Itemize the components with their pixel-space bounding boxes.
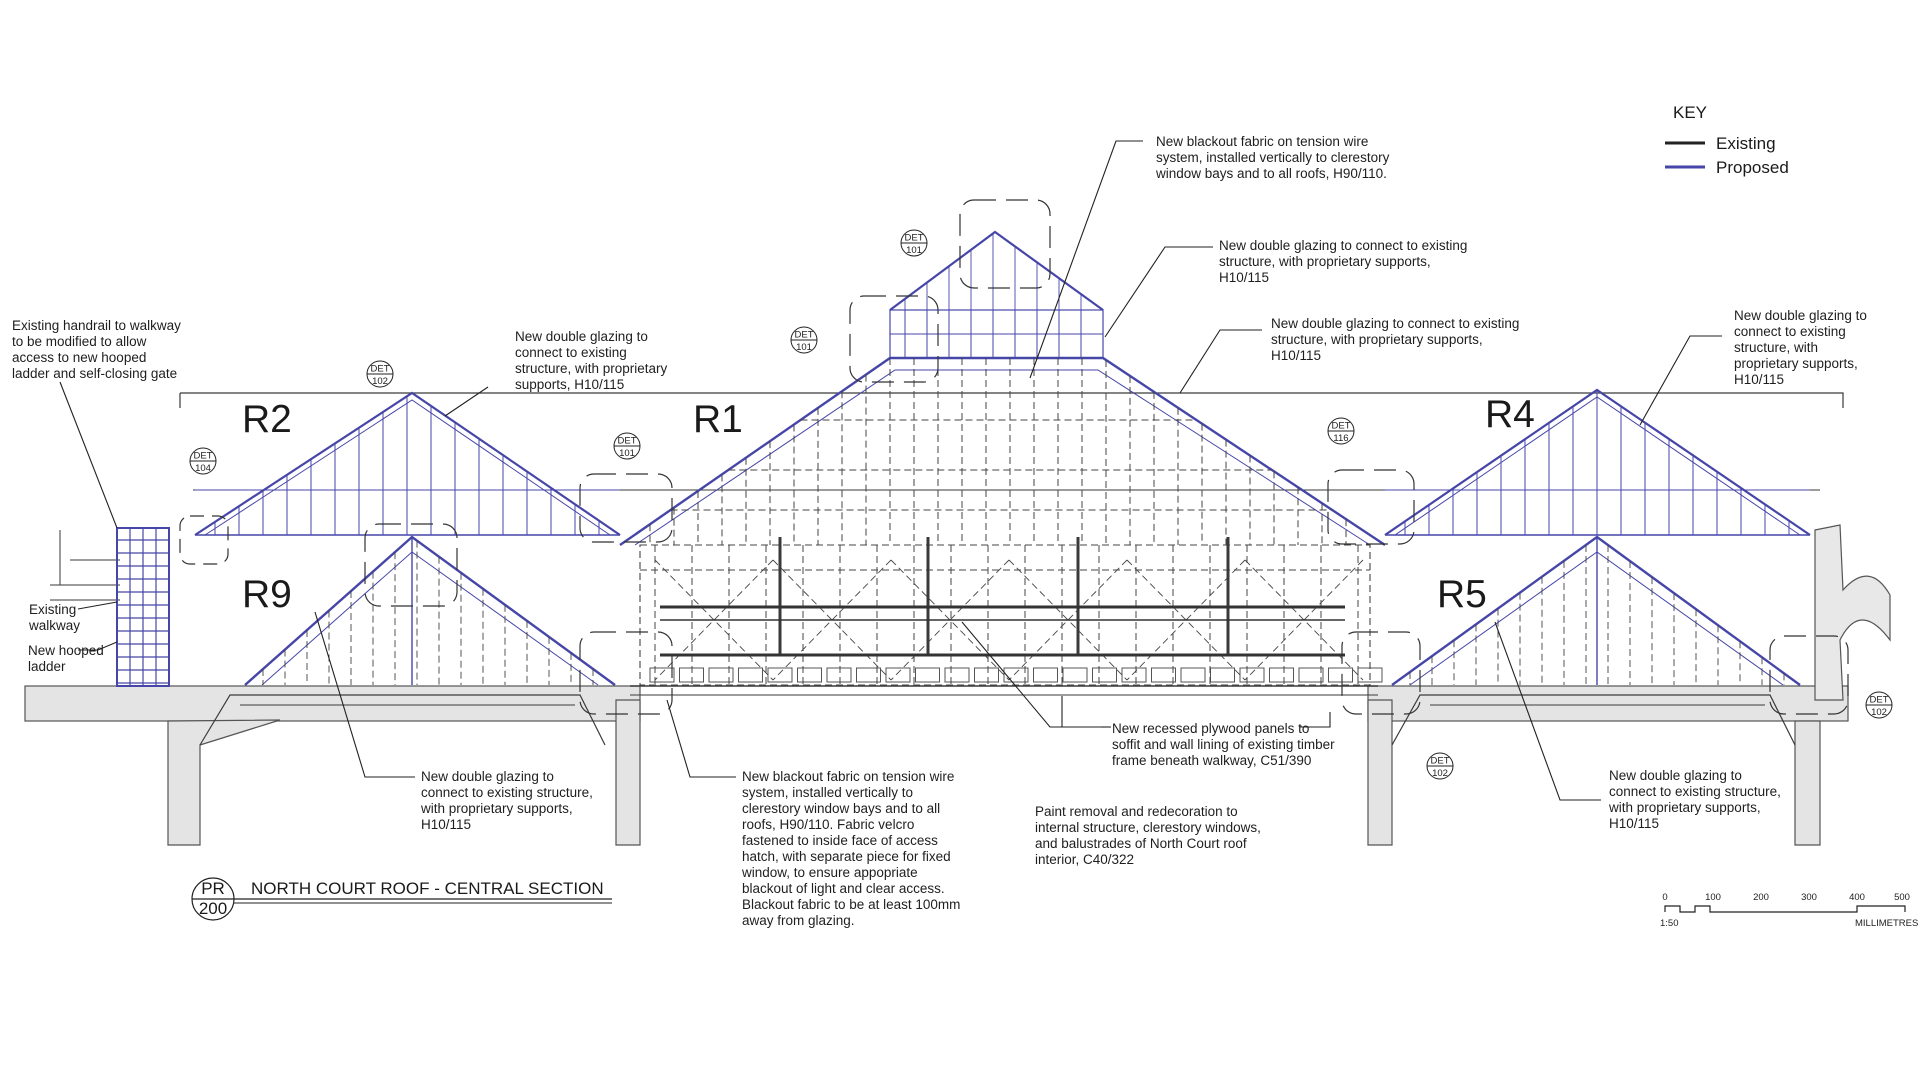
note-plywood-panels: New recessed plywood panels to soffit an…: [1112, 721, 1338, 768]
note-glazing-r5: New double glazing to connect to existin…: [1608, 768, 1785, 831]
hooped-ladder: [116, 527, 170, 687]
zone-label-r9: R9: [242, 573, 292, 616]
svg-text:DET: DET: [905, 233, 924, 244]
svg-text:DET: DET: [618, 436, 637, 447]
key-legend: KEY Existing Proposed: [1665, 103, 1789, 177]
key-existing-label: Existing: [1716, 134, 1776, 153]
svg-text:DET: DET: [1870, 695, 1889, 706]
r2-glazing: [194, 391, 621, 536]
svg-text:116: 116: [1333, 433, 1348, 444]
det-tag: DET 101: [900, 229, 928, 257]
scale-bar: 0 100 200 300 400 500 1:50 MILLIMETRES: [1660, 892, 1918, 929]
note-glazing-r9: New double glazing to connect to existin…: [420, 769, 597, 832]
note-glazing-r1: New double glazing to connect to existin…: [1271, 316, 1523, 363]
note-new-hooped-ladder: New hooped ladder: [28, 643, 108, 674]
svg-text:101: 101: [619, 448, 635, 459]
drawing-code-top: PR: [201, 879, 225, 898]
zone-label-r1: R1: [693, 398, 743, 441]
svg-text:DET: DET: [1431, 756, 1450, 767]
r4-glazing: [1384, 388, 1811, 536]
drawing-title-block: PR 200 NORTH COURT ROOF - CENTRAL SECTIO…: [191, 877, 612, 921]
det-tag: DET 116: [1327, 417, 1355, 445]
svg-text:DET: DET: [371, 364, 390, 375]
zone-label-r4: R4: [1485, 393, 1535, 436]
svg-text:102: 102: [1432, 768, 1448, 779]
svg-text:DET: DET: [795, 330, 814, 341]
r1-roof: [619, 230, 1386, 686]
scale-unit: MILLIMETRES: [1855, 918, 1918, 929]
scale-tick-label: 200: [1753, 892, 1769, 903]
note-paint-removal: Paint removal and redecoration to intern…: [1035, 804, 1265, 867]
zone-label-r5: R5: [1437, 573, 1487, 616]
svg-text:102: 102: [372, 376, 388, 387]
note-blackout-fabric-bottom: New blackout fabric on tension wire syst…: [741, 769, 964, 928]
existing-structure: [24, 392, 1891, 846]
svg-text:DET: DET: [1332, 421, 1351, 432]
det-tag: DET 101: [613, 432, 641, 460]
svg-text:101: 101: [796, 342, 812, 353]
det-tag: DET 102: [1865, 691, 1893, 719]
key-title: KEY: [1673, 103, 1707, 122]
scale-ratio: 1:50: [1660, 918, 1679, 929]
note-existing-walkway: Existing walkway: [28, 602, 80, 633]
note-blackout-fabric-top: New blackout fabric on tension wire syst…: [1155, 134, 1393, 181]
det-tag: DET 104: [189, 447, 217, 475]
zone-label-r2: R2: [242, 398, 292, 441]
svg-text:102: 102: [1871, 707, 1887, 718]
det-tag: DET 101: [790, 326, 818, 354]
drawing-code-bottom: 200: [199, 899, 227, 918]
note-existing-handrail: Existing handrail to walkway to be modif…: [12, 318, 185, 381]
drawing-title: NORTH COURT ROOF - CENTRAL SECTION: [251, 879, 604, 898]
key-proposed-label: Proposed: [1716, 158, 1789, 177]
scale-tick-label: 0: [1662, 892, 1667, 903]
r5-roof: [1391, 535, 1801, 686]
scale-tick-label: 100: [1705, 892, 1721, 903]
scale-tick-label: 400: [1849, 892, 1865, 903]
det-tag: DET 102: [1426, 752, 1454, 780]
det-tag: DET 102: [366, 360, 394, 388]
svg-text:101: 101: [906, 245, 922, 256]
scale-tick-label: 300: [1801, 892, 1817, 903]
detail-callout-frames: [179, 199, 1849, 715]
scale-tick-label: 500: [1894, 892, 1910, 903]
note-glazing-lantern: New double glazing to connect to existin…: [1219, 238, 1471, 285]
note-glazing-r2: New double glazing to connect to existin…: [515, 329, 671, 392]
svg-text:DET: DET: [194, 451, 213, 462]
svg-text:104: 104: [195, 463, 211, 474]
leader-lines: [59, 140, 1722, 801]
r9-roof: [244, 535, 616, 686]
note-glazing-r4: New double glazing to connect to existin…: [1734, 308, 1871, 387]
